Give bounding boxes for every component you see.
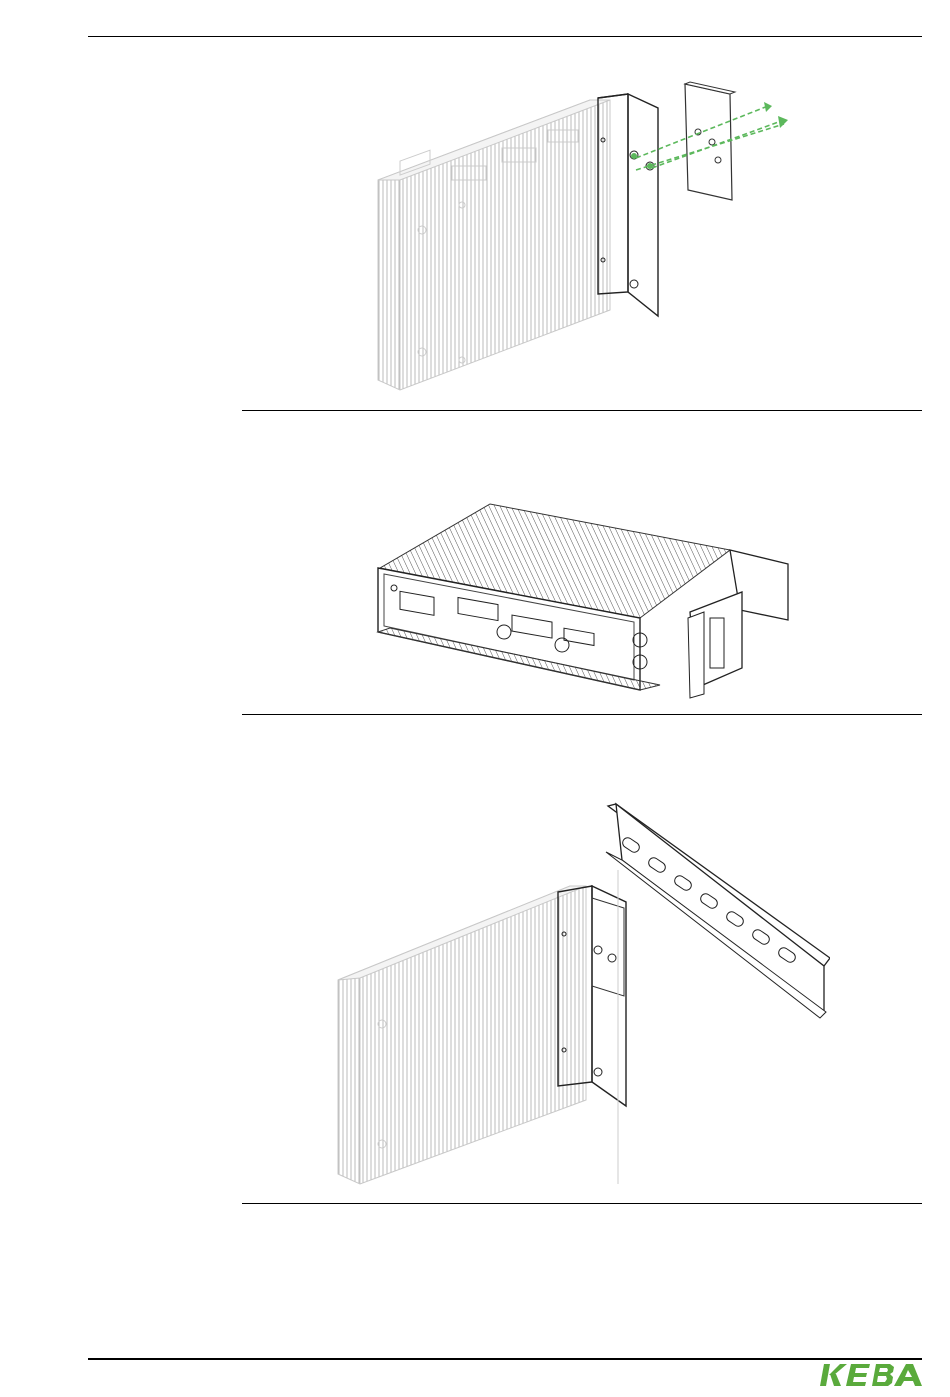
- device-front-illustration: [370, 500, 800, 700]
- din-rail-illustration: [330, 800, 830, 1190]
- figure-bracket-screw-assembly: [370, 80, 810, 400]
- bracket-and-din-clip: [688, 550, 788, 698]
- figure-device-on-din-rail: [330, 800, 830, 1190]
- footer-rule: [88, 1358, 922, 1360]
- device-body: [378, 100, 610, 390]
- device-body: [338, 886, 586, 1184]
- keba-logo-mark: [818, 1362, 926, 1388]
- keba-logo: [818, 1362, 926, 1388]
- section-rule-1: [242, 410, 922, 411]
- section-rule-3: [242, 1203, 922, 1204]
- bracket-screw-illustration: [370, 80, 810, 400]
- figure-device-with-bracket-front: [370, 500, 800, 700]
- section-rule-2: [242, 714, 922, 715]
- din-rail: [606, 804, 830, 1018]
- header-rule: [88, 36, 922, 37]
